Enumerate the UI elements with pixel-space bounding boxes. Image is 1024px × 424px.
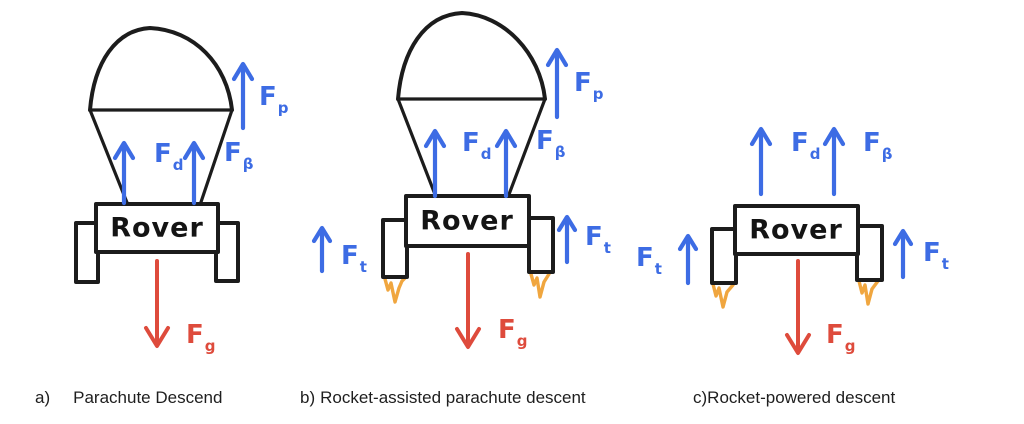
arrow-fp: [545, 47, 569, 120]
suspension-line-right: [506, 97, 547, 199]
force-sub: d: [480, 145, 492, 163]
rocket-right: [855, 224, 884, 282]
arrow-fd: [112, 140, 136, 206]
caption-b: b)Rocket-assisted parachute descent: [300, 388, 586, 408]
force-label-fd: Fd: [154, 139, 184, 173]
rover-body-label: Rover: [110, 212, 204, 244]
caption-text: Rocket-powered descent: [707, 388, 896, 407]
arrow-fbeta: [822, 126, 846, 197]
force-base: F: [923, 238, 941, 268]
caption-label: a): [35, 388, 51, 407]
force-label-ft-right: Ft: [923, 238, 949, 272]
rover-body: [404, 194, 531, 248]
arrow-fbeta: [494, 128, 518, 199]
diagram-c: [677, 126, 914, 355]
force-label-fp: Fp: [574, 68, 604, 102]
caption-text: Parachute Descend: [73, 388, 223, 407]
arrow-ft-right: [556, 214, 578, 265]
force-sub: p: [277, 99, 289, 117]
force-sub: β: [881, 145, 893, 163]
force-base: F: [536, 126, 554, 156]
rover-body-label: Rover: [420, 205, 514, 237]
force-label-fg: Fg: [826, 320, 856, 354]
arrow-fd: [423, 128, 447, 199]
force-sub: t: [359, 258, 367, 276]
force-label-ft-right: Ft: [585, 222, 611, 256]
parachute-canopy: [88, 26, 234, 112]
arrow-ft-right: [892, 228, 914, 280]
rocket-flame-right: [857, 279, 880, 306]
force-base: F: [462, 128, 480, 158]
force-label-fg: Fg: [186, 320, 216, 354]
rocket-flame-right: [529, 272, 551, 299]
force-sub: β: [242, 155, 254, 173]
arrow-fd: [749, 126, 773, 197]
force-base: F: [154, 139, 172, 169]
suspension-line-left: [88, 108, 130, 207]
force-sub: d: [809, 145, 821, 163]
diagram-b: [311, 11, 578, 349]
caption-a: a) Parachute Descend: [35, 388, 222, 408]
force-sub: g: [204, 337, 216, 355]
caption-text: Rocket-assisted parachute descent: [320, 388, 586, 407]
force-base: F: [826, 320, 844, 350]
arrow-fp: [231, 61, 255, 131]
arrow-fg: [785, 259, 811, 355]
force-sub: t: [603, 239, 611, 257]
arrow-fg: [144, 259, 170, 348]
parachute-canopy: [396, 11, 547, 101]
force-sub: p: [592, 85, 604, 103]
rocket-right: [527, 216, 555, 274]
rocket-left: [381, 218, 409, 279]
force-base: F: [259, 82, 277, 112]
force-base: F: [498, 315, 516, 345]
force-base: F: [341, 241, 359, 271]
force-base: F: [636, 243, 654, 273]
force-label-fbeta: Fβ: [863, 128, 893, 162]
diagram-a: [74, 26, 255, 348]
rocket-left: [710, 227, 738, 285]
force-label-fg: Fg: [498, 315, 528, 349]
rover-body-label: Rover: [749, 214, 843, 246]
force-label-fbeta: Fβ: [224, 138, 254, 172]
force-sub: d: [172, 156, 184, 174]
force-label-ft-left: Ft: [636, 243, 662, 277]
force-label-fd: Fd: [791, 128, 821, 162]
force-label-ft-left: Ft: [341, 241, 367, 275]
force-sub: β: [554, 143, 566, 161]
caption-c: c)Rocket-powered descent: [693, 388, 895, 408]
rover-body: [733, 204, 860, 256]
force-base: F: [224, 138, 242, 168]
force-label-fp: Fp: [259, 82, 289, 116]
arrow-fbeta: [182, 140, 206, 206]
rover-body: [94, 202, 220, 254]
force-sub: g: [844, 337, 856, 355]
arrow-fg: [455, 252, 481, 349]
force-base: F: [186, 320, 204, 350]
caption-label: b): [300, 388, 316, 407]
rocket-flame-left: [383, 276, 407, 304]
caption-label: c): [693, 388, 708, 407]
force-label-fbeta: Fβ: [536, 126, 566, 160]
arrow-ft-left: [311, 225, 333, 274]
force-sub: t: [941, 255, 949, 273]
suspension-line-left: [396, 97, 438, 199]
force-base: F: [863, 128, 881, 158]
rocket-flame-left: [711, 282, 735, 309]
force-base: F: [574, 68, 592, 98]
arrow-ft-left: [677, 233, 699, 286]
force-base: F: [585, 222, 603, 252]
suspension-line-right: [198, 108, 234, 207]
force-sub: t: [654, 260, 662, 278]
force-base: F: [791, 128, 809, 158]
force-label-fd: Fd: [462, 128, 492, 162]
force-sub: g: [516, 332, 528, 350]
